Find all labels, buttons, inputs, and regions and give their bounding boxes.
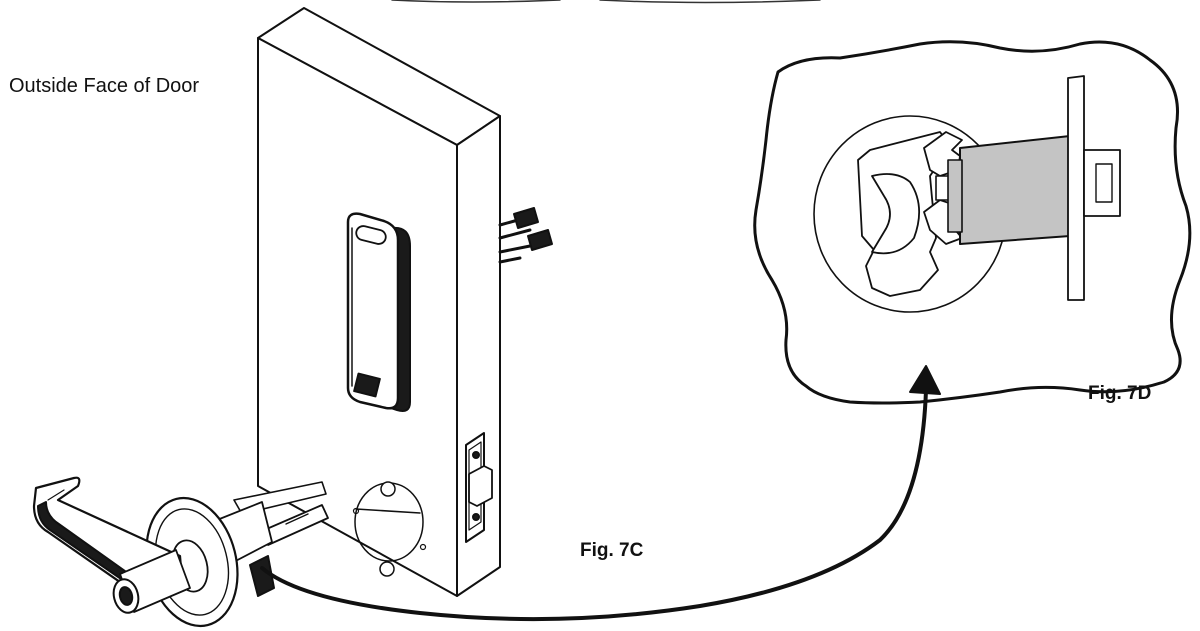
wire-harness-lower (498, 244, 532, 254)
callout-arrow (260, 365, 941, 622)
detail-callout (753, 40, 1192, 405)
lock-bore-hole (352, 481, 427, 577)
card-reader-body (346, 212, 400, 410)
detail-latch-body (959, 135, 1071, 245)
bore-hole-screw-right (419, 543, 427, 551)
callout-arrow-head (909, 365, 941, 395)
bore-hole-top-notch (380, 481, 396, 497)
wire-harness-middle (498, 228, 532, 240)
bore-hole-screw-left (352, 507, 360, 515)
outside-face-of-door-label: Outside Face of Door (9, 75, 200, 97)
door-edge-latch (465, 432, 493, 543)
bore-hole-slot (355, 508, 421, 514)
latch-screw-top (472, 451, 480, 459)
cropped-heading-text (391, 0, 821, 4)
chassis-spindle-slot (285, 513, 309, 525)
connector-upper (513, 207, 539, 229)
lever-chassis (32, 476, 329, 628)
detail-latch-bolt (1083, 149, 1121, 217)
wire-harness (498, 207, 553, 264)
latch-bolt (468, 465, 493, 507)
figure-7d-label: Fig. 7D (1088, 383, 1152, 404)
card-reader (346, 212, 411, 412)
key-cylinder-core (118, 586, 134, 606)
lever-handle-highlight (47, 489, 65, 501)
detail-latch-bolt-slot (1095, 163, 1113, 203)
latch-screw-bottom (472, 513, 480, 521)
chassis-clip (249, 555, 275, 597)
card-reader-keypad (353, 372, 381, 398)
detail-retractor-arc (871, 173, 920, 255)
wire-harness-bottom (498, 256, 522, 264)
card-reader-top-slot (355, 225, 387, 245)
figure-7c-label: Fig. 7C (580, 540, 644, 561)
callout-arrow-curve (260, 388, 928, 622)
detail-latch-body-neck (947, 159, 963, 233)
detail-faceplate (1067, 75, 1085, 301)
connector-lower (527, 229, 553, 251)
bore-hole-bottom-notch (379, 561, 395, 577)
